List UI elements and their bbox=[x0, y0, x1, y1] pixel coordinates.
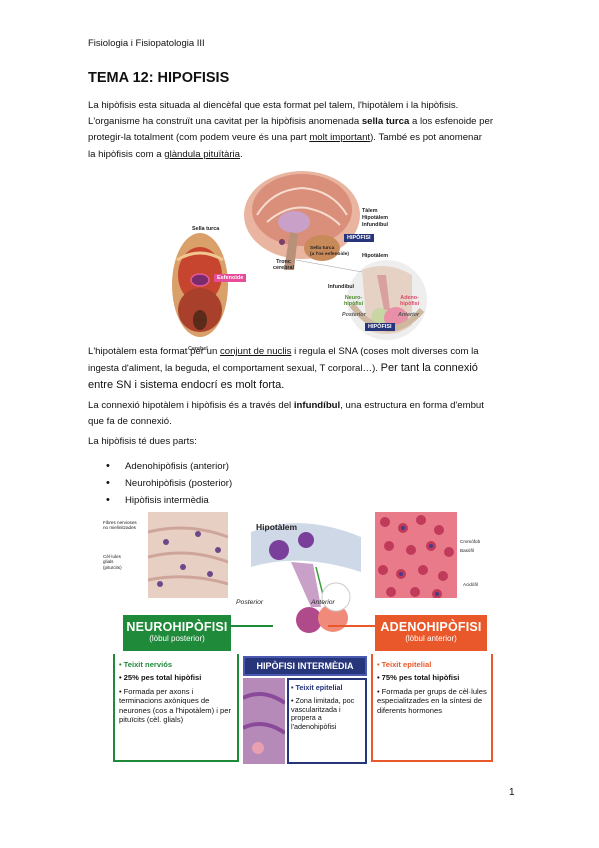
infundibul-label: Infundíbul bbox=[362, 222, 389, 228]
underlined-term: conjunt de nuclis bbox=[219, 346, 292, 357]
neurohipofisi-title: NEUROHIPÒFISI bbox=[126, 620, 228, 634]
intermediate-micrograph bbox=[243, 678, 285, 764]
running-header: Fisiologia i Fisiopatologia III bbox=[88, 38, 205, 49]
hipofisi-intermedia-box: HIPÒFISI INTERMÈDIA bbox=[243, 656, 367, 676]
emphasis-text: Per tant la connexió bbox=[380, 362, 478, 375]
para-text: i regula el SNA (coses molt diverses com… bbox=[291, 346, 479, 357]
para-text: , una estructura en forma d'embut bbox=[340, 400, 484, 411]
fibres-label: Fibres nervioses no mielinitzades bbox=[103, 520, 137, 531]
para-text: L'hipotàlem esta format per un bbox=[88, 346, 220, 357]
list-item: Teixit epitelial bbox=[377, 660, 491, 669]
list-item: Neurohipòfisis (posterior) bbox=[106, 475, 232, 492]
page-title: TEMA 12: HIPOFISIS bbox=[88, 70, 230, 86]
intro-text: L'organisme ha construït una cavitat per… bbox=[88, 116, 362, 128]
hipofisi-tag-bottom: HIPÒFISI bbox=[365, 323, 395, 331]
list-item: 25% pes total hipòfisi bbox=[119, 673, 237, 682]
neurohipofisi-label: Neuro- hipòfisi bbox=[344, 295, 364, 307]
anatomy-illustration bbox=[172, 171, 427, 340]
adenohipofisi-list: Teixit epitelial 75% pes total hipòfisi … bbox=[377, 660, 491, 719]
talem-label: Tàlem bbox=[362, 208, 378, 214]
direction-arrows bbox=[220, 621, 386, 631]
posterior-label: Posterior bbox=[236, 599, 264, 606]
intro-text: a los esfenoide per bbox=[409, 116, 494, 128]
pituitary-anatomy-figure: Sella turca Esfenoide Cerebel Tàlem Hipo… bbox=[172, 160, 432, 356]
neurohipofisi-box: NEUROHIPÒFISI (lòbul posterior) bbox=[123, 615, 231, 651]
cromofob-label: Cromòfob bbox=[460, 539, 481, 544]
adenohipofisi-subtitle: (lòbul anterior) bbox=[405, 634, 457, 643]
infundibul-term: infundíbul bbox=[293, 400, 341, 411]
basofil-label: Basòfil bbox=[460, 548, 474, 553]
list-item: Zona limitada, poc vascularitzada i prop… bbox=[291, 696, 365, 732]
cerebel-label: Cerebel bbox=[188, 346, 208, 352]
sella-turca-term: sella turca bbox=[361, 116, 410, 128]
list-item: 75% pes total hipòfisi bbox=[377, 673, 491, 682]
underlined-term: glàndula pituïtària bbox=[164, 148, 240, 160]
neurohypophysis-micrograph bbox=[148, 512, 228, 598]
emphasis-text: entre SN i sistema endocrí es molt forta… bbox=[88, 379, 285, 392]
glial-cells-label: Cèl·lules glials (pituïcits) bbox=[103, 554, 122, 570]
hipotalem-label: Hipotàlem bbox=[362, 215, 389, 221]
esfenoide-tag: Esfenoide bbox=[214, 274, 247, 282]
hypothalamus-paragraph: L'hipotàlem esta format per un conjunt d… bbox=[88, 344, 518, 394]
intro-text: ). També es pot anomenar bbox=[370, 132, 482, 144]
para-text: La connexió hipotàlem i hipòfisis és a t… bbox=[88, 400, 294, 411]
para-text: que fa de connexió. bbox=[88, 416, 172, 428]
list-item: Hipòfisis intermèdia bbox=[106, 492, 232, 509]
page-number: 1 bbox=[509, 787, 515, 798]
para-text: ingesta d'aliment, la beguda, el comport… bbox=[88, 363, 381, 375]
list-item: Adenohipòfisis (anterior) bbox=[106, 458, 232, 475]
neurohipofisi-subtitle: (lòbul posterior) bbox=[149, 634, 205, 643]
intro-text: protegir-la totalment (com podem veure é… bbox=[88, 132, 310, 144]
list-item: Teixit epitelial bbox=[291, 683, 365, 693]
acidofil-label: Acidòfil bbox=[463, 582, 478, 587]
hipotalem-detail-label: Hipotàlem bbox=[362, 253, 389, 259]
intro-line-1: La hipòfisis esta situada al diencèfal q… bbox=[88, 100, 459, 111]
parts-list: Adenohipòfisis (anterior) Neurohipòfisis… bbox=[106, 458, 232, 509]
intro-paragraph: La hipòfisis esta situada al diencèfal q… bbox=[88, 98, 518, 163]
parts-intro: La hipòfisis té dues parts: bbox=[88, 436, 197, 447]
posterior-label: Posterior bbox=[342, 312, 366, 318]
tronc-cerebral-label: Tronc cerebral bbox=[273, 259, 294, 271]
hipofisi-intermedia-detail-box bbox=[287, 678, 367, 764]
adenohipofisi-box: ADENOHIPÒFISI (lòbul anterior) bbox=[375, 615, 487, 651]
list-item: Teixit nerviós bbox=[119, 660, 237, 669]
underlined-term: molt important bbox=[309, 132, 371, 144]
adenohipofisi-detail-box bbox=[371, 654, 493, 762]
hipofisi-intermedia-title: HIPÒFISI INTERMÈDIA bbox=[256, 661, 354, 671]
adenohypophysis-micrograph bbox=[375, 512, 457, 598]
list-item: Formada per grups de cèl·lules especiali… bbox=[377, 687, 491, 715]
intro-text: la hipòfisis com a bbox=[88, 148, 165, 160]
anterior-label: Anterior bbox=[311, 599, 335, 606]
hipotalem-label: Hipotàlem bbox=[256, 522, 298, 532]
hipofisi-tag-top: HIPÒFISI bbox=[344, 234, 374, 242]
intro-text: . bbox=[240, 148, 243, 160]
neurohipofisi-list: Teixit nerviós 25% pes total hipòfisi Fo… bbox=[119, 660, 237, 728]
adenohipofisi-label: Adeno- hipòfisi bbox=[400, 295, 420, 307]
anterior-label: Anterior bbox=[398, 312, 419, 318]
sella-turca-detail-label: Sella turca (a l'os esfenoide) bbox=[310, 246, 349, 257]
adenohipofisi-title: ADENOHIPÒFISI bbox=[380, 620, 482, 634]
pituitary-illustration bbox=[251, 523, 361, 633]
infundibul-detail-label: Infundíbul bbox=[328, 284, 355, 290]
infundibulum-paragraph: La connexió hipotàlem i hipòfisis és a t… bbox=[88, 398, 518, 430]
sella-turca-label: Sella turca bbox=[192, 226, 220, 232]
pituitary-parts-figure: Fibres nervioses no mielinitzades Cèl·lu… bbox=[103, 512, 495, 764]
neurohipofisi-detail-box bbox=[113, 654, 239, 762]
hipofisi-intermedia-list: Teixit epitelial Zona limitada, poc vasc… bbox=[291, 683, 365, 736]
list-item: Formada per axons i terminacions axòniqu… bbox=[119, 687, 237, 725]
